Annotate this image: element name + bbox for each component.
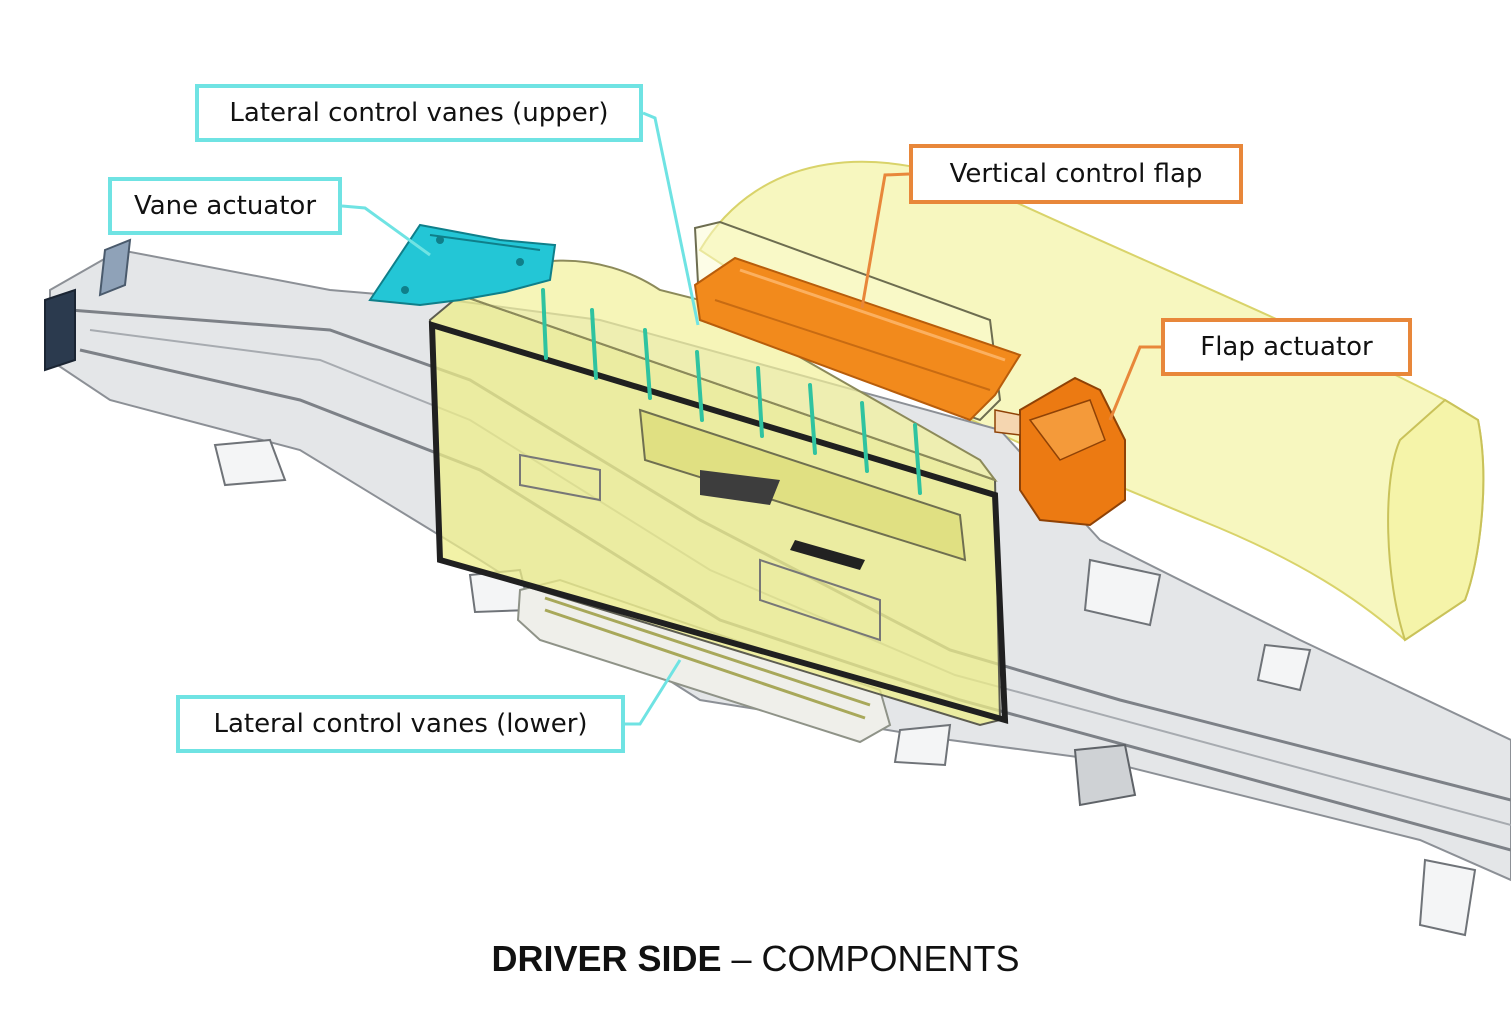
- label-text: Flap actuator: [1200, 332, 1373, 362]
- lateral-vanes-upper: [541, 288, 922, 495]
- label-flap-actuator: Flap actuator: [1161, 318, 1412, 376]
- label-vane-actuator: Vane actuator: [108, 177, 342, 235]
- leader-lateral-upper: [642, 111, 700, 326]
- caption-bold: DRIVER SIDE: [491, 938, 722, 979]
- leader-vertical-flap: [860, 172, 910, 309]
- vertical-control-flap: [693, 220, 1022, 422]
- leader-flap-actuator: [1108, 345, 1161, 421]
- label-text: Vertical control flap: [949, 159, 1203, 189]
- leader-vane-actuator: [341, 204, 431, 257]
- label-lateral-vanes-lower: Lateral control vanes (lower): [176, 695, 625, 753]
- leader-lines: [341, 111, 1161, 726]
- caption-separator: –: [721, 938, 762, 979]
- figure-caption: DRIVER SIDE – COMPONENTS: [0, 938, 1511, 980]
- label-vertical-control-flap: Vertical control flap: [909, 144, 1243, 204]
- label-text: Lateral control vanes (upper): [229, 98, 609, 128]
- caption-rest: COMPONENTS: [761, 938, 1020, 979]
- label-text: Lateral control vanes (lower): [213, 709, 588, 739]
- leader-lateral-lower: [625, 659, 682, 726]
- label-text: Vane actuator: [133, 191, 317, 221]
- flap-actuator: [994, 376, 1126, 527]
- label-lateral-vanes-upper: Lateral control vanes (upper): [195, 84, 643, 142]
